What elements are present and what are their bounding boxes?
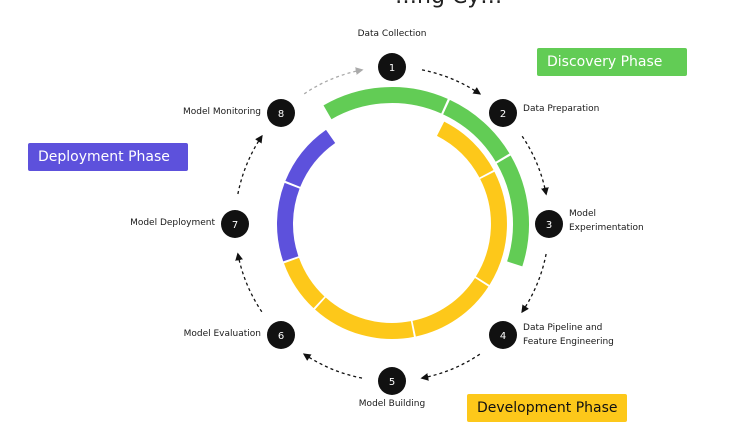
step-number-6: 6 — [278, 331, 284, 342]
flow-arrow-3-to-4 — [521, 253, 547, 314]
step-label-line: Data Pipeline and — [523, 323, 603, 334]
step-number-3: 3 — [546, 220, 552, 231]
flow-arrow-8-to-1 — [303, 67, 364, 95]
development-band-segment-1 — [436, 121, 494, 178]
step-label-line: Model Evaluation — [183, 329, 261, 340]
step-node-7 — [221, 210, 249, 238]
discovery-band-segment-3 — [496, 155, 529, 267]
discovery-band-segment-1 — [323, 87, 448, 120]
step-number-1: 1 — [389, 63, 395, 74]
step-node-1 — [378, 53, 406, 81]
step-number-2: 2 — [500, 109, 506, 120]
deployment-phase-label: Deployment Phase — [28, 143, 188, 171]
development-band-segment-3 — [412, 277, 489, 337]
flow-arrow-5-to-6 — [302, 353, 363, 379]
step-label-7: Model Deployment — [130, 216, 215, 230]
discovery-phase-label: Discovery Phase — [537, 48, 687, 76]
step-node-8 — [267, 99, 295, 127]
step-label-line: Data Preparation — [523, 103, 600, 114]
step-number-8: 8 — [278, 109, 284, 120]
step-label-2: Data Preparation — [523, 102, 599, 116]
step-label-line: Model Monitoring — [182, 106, 261, 117]
step-node-2 — [489, 99, 517, 127]
flow-arrow-1-to-2 — [421, 69, 482, 95]
deployment-band-segment-1 — [277, 182, 300, 262]
flow-arrow-7-to-8 — [237, 134, 263, 195]
step-label-line: Experimentation — [569, 223, 644, 233]
development-band-segment-2 — [475, 171, 507, 285]
step-node-3 — [535, 210, 563, 238]
step-label-line: Data Collection — [357, 29, 427, 39]
step-node-6 — [267, 321, 295, 349]
step-label-5: Model Building — [332, 397, 452, 411]
step-label-1: Data Collection — [332, 27, 452, 41]
deployment-band-segment-2 — [285, 129, 336, 188]
step-number-5: 5 — [389, 377, 395, 388]
step-label-6: Model Evaluation — [184, 327, 261, 341]
development-phase-label: Development Phase — [467, 394, 627, 422]
step-node-5 — [378, 367, 406, 395]
development-band-segment-5 — [283, 257, 325, 309]
step-label-line: Model Deployment — [130, 218, 215, 228]
discovery-band-segment-2 — [442, 99, 510, 162]
step-number-4: 4 — [500, 331, 506, 342]
flow-arrow-4-to-5 — [420, 353, 481, 381]
step-label-line: Model Building — [358, 399, 426, 409]
step-label-8: Model Monitoring — [183, 105, 261, 119]
development-band-segment-4 — [315, 297, 414, 339]
step-label-line: Feature Engineering — [523, 337, 614, 348]
step-label-line: Model — [569, 209, 597, 219]
flow-arrow-2-to-3 — [521, 135, 549, 196]
step-node-4 — [489, 321, 517, 349]
flow-arrow-6-to-7 — [235, 252, 263, 313]
diagram-title-fragment: …ng Cy… — [395, 0, 502, 9]
step-number-7: 7 — [232, 220, 238, 231]
